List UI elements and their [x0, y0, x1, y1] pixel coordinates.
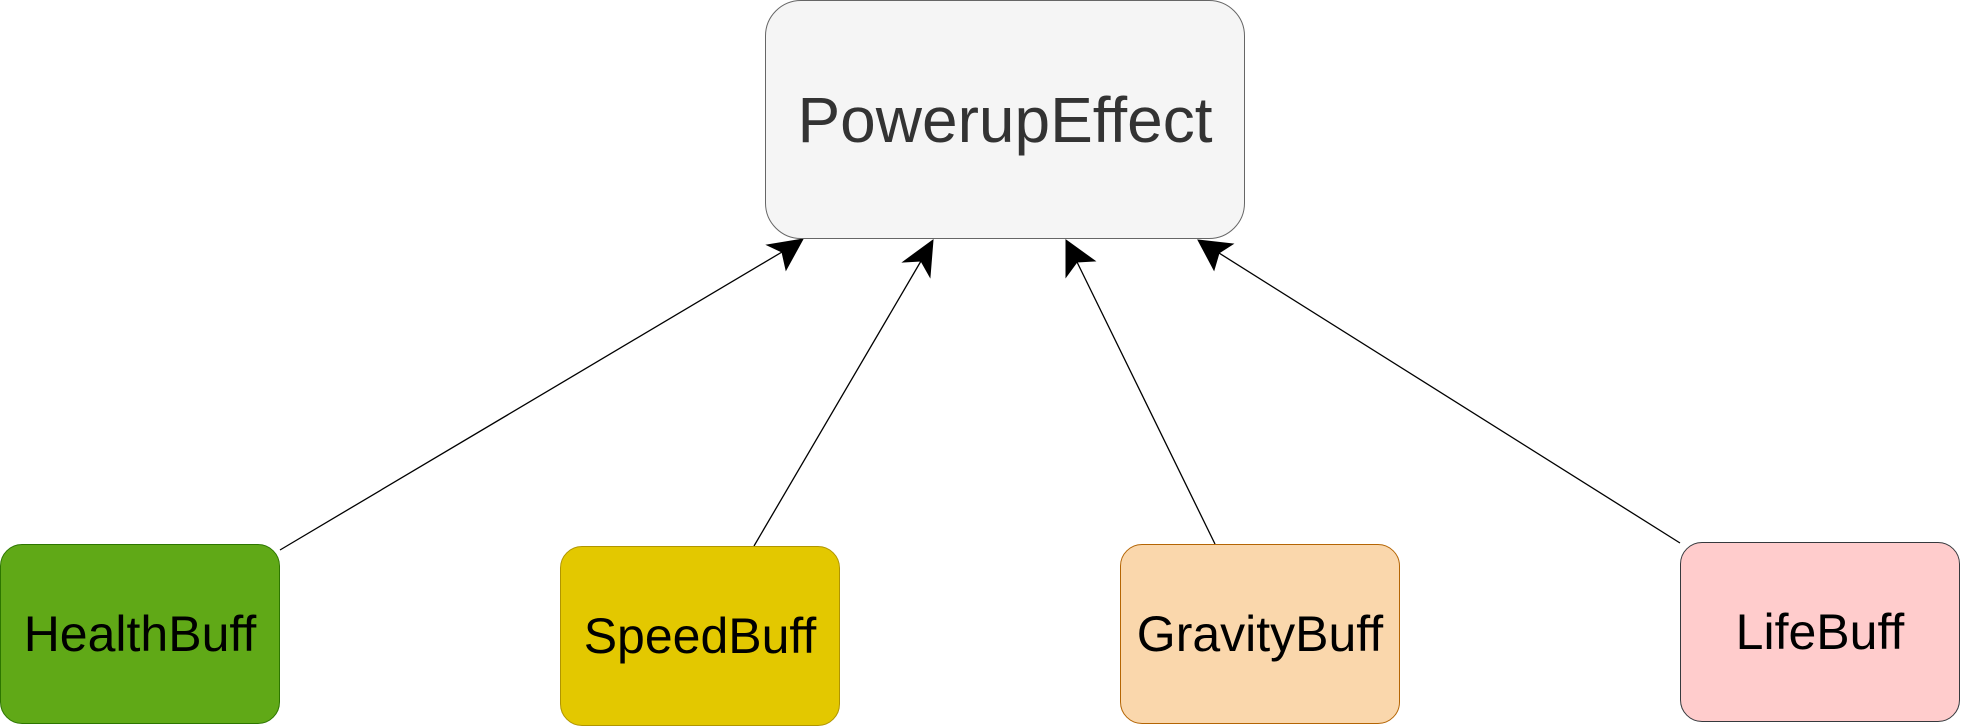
gravitybuff-node[interactable]: GravityBuff: [1120, 544, 1400, 724]
lifebuff-label: LifeBuff: [1735, 604, 1905, 660]
edge-lifebuff-to-powerupeffect: [1218, 252, 1681, 544]
gravitybuff-label: GravityBuff: [1136, 606, 1384, 662]
edge-gravitybuff-to-powerupeffect: [1076, 261, 1216, 545]
arrowhead-speedbuff-icon: [901, 238, 934, 279]
lifebuff-node[interactable]: LifeBuff: [1680, 542, 1960, 722]
speedbuff-label: SpeedBuff: [583, 608, 817, 664]
arrowhead-lifebuff-icon: [1197, 239, 1235, 272]
edge-speedbuff-to-powerupeffect: [753, 260, 922, 547]
healthbuff-node[interactable]: HealthBuff: [0, 544, 280, 724]
arrowhead-gravitybuff-icon: [1065, 239, 1097, 279]
powerupeffect-label: PowerupEffect: [797, 83, 1213, 156]
healthbuff-label: HealthBuff: [23, 606, 257, 662]
speedbuff-node[interactable]: SpeedBuff: [560, 546, 840, 726]
powerupeffect-node[interactable]: PowerupEffect: [765, 0, 1245, 239]
arrowhead-healthbuff-icon: [765, 238, 804, 272]
edge-healthbuff-to-powerupeffect: [279, 251, 783, 551]
